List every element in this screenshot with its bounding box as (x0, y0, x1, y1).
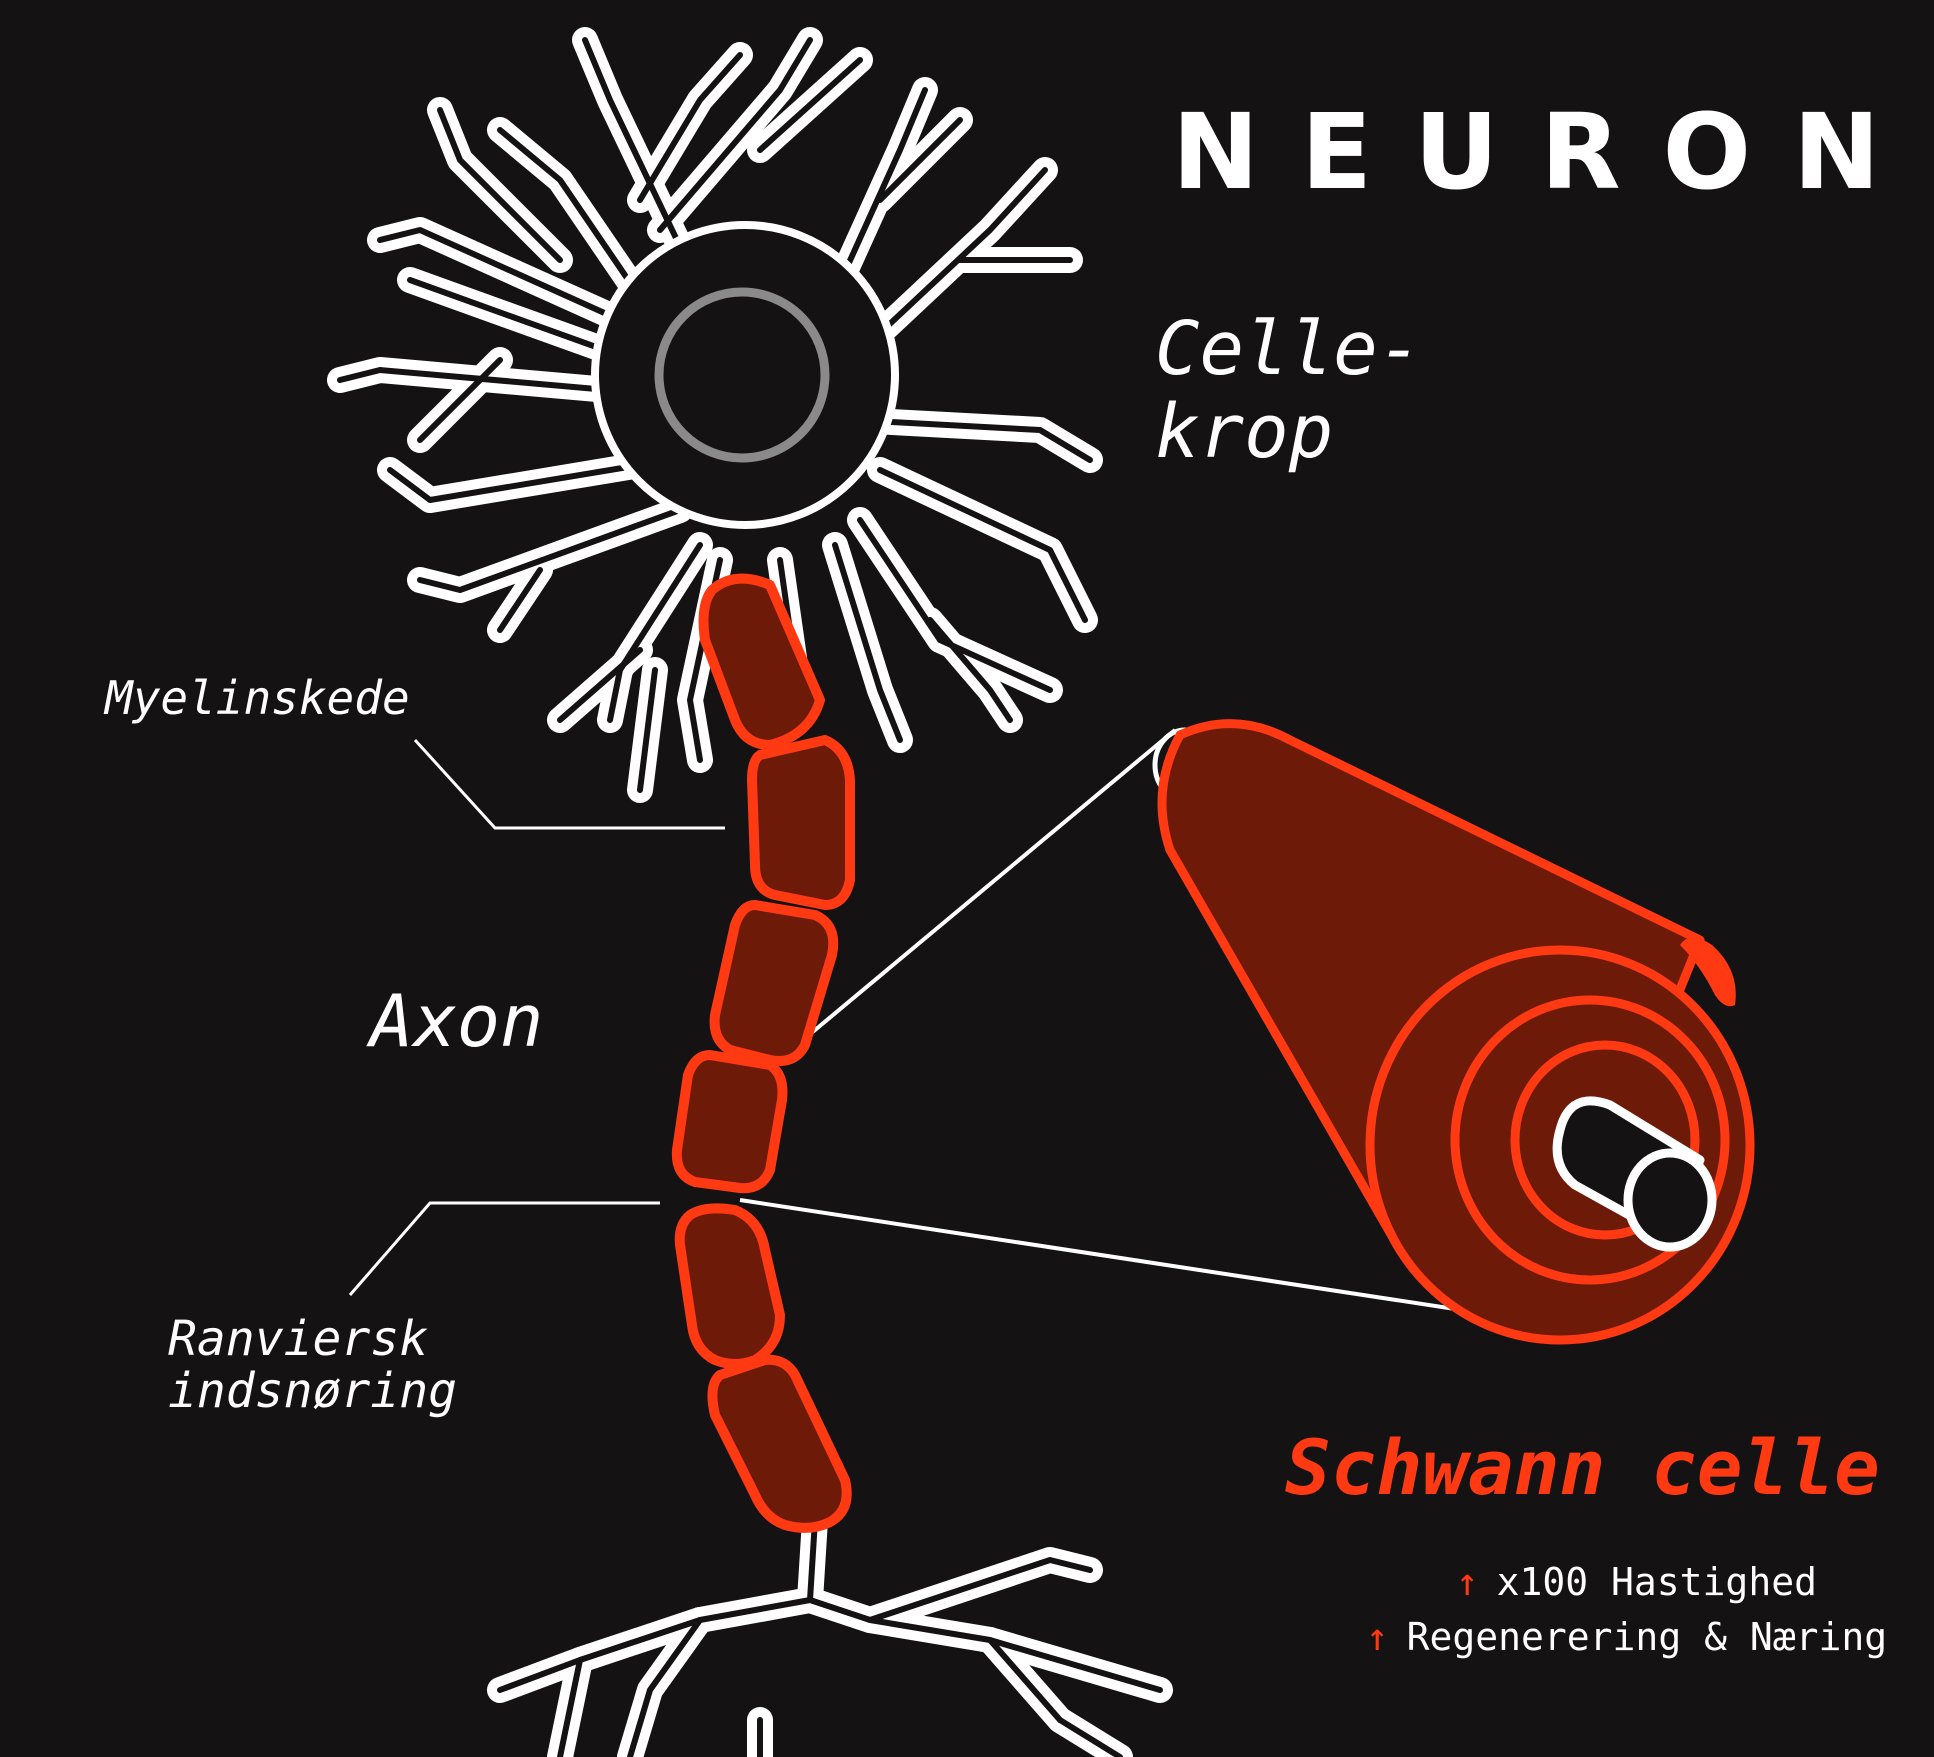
myelin-leader (415, 740, 725, 828)
myelin-sheath-label: Myelinskede (105, 675, 410, 721)
myelin-segment (715, 905, 834, 1061)
schwann-cell-title: Schwann celle (1285, 1430, 1880, 1506)
axon-terminals (500, 1520, 1160, 1757)
node-leader (350, 1203, 660, 1295)
myelin-segment (712, 1360, 846, 1528)
schwann-note-text: Regenerering & Næring (1407, 1615, 1887, 1659)
myelin-segment (677, 1055, 783, 1188)
cell-body-label-line1: Celle- (1155, 312, 1422, 386)
myelin-segment (680, 1208, 780, 1364)
node-of-ranvier-label-line1: Ranviersk (168, 1315, 428, 1363)
axon-label: Axon (370, 985, 543, 1057)
cell-body (595, 225, 895, 525)
schwann-note: ↑ Regenerering & Næring (1320, 1580, 1887, 1656)
myelin-segment (752, 740, 850, 905)
page-title: NEURON (1172, 100, 1922, 204)
myelin-segment (704, 579, 820, 745)
schwann-cell (1162, 724, 1750, 1340)
up-arrow-icon: ↑ (1366, 1615, 1389, 1659)
node-of-ranvier-label-line2: indsnøring (168, 1367, 457, 1415)
cell-body-label-line2: krop (1155, 395, 1333, 469)
